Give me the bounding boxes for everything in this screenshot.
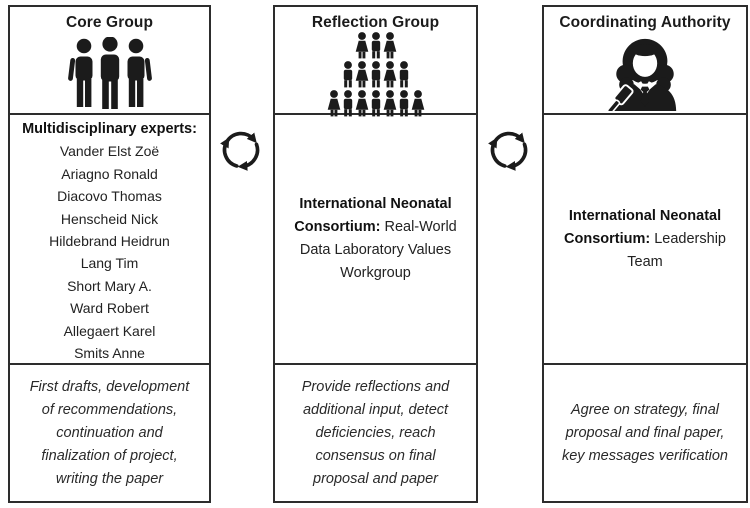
members-heading: Multidisciplinary experts:	[22, 121, 197, 137]
crowd-pyramid-icon	[275, 32, 476, 117]
consortium-name-bold: International Neonatal Consortium:	[294, 196, 452, 235]
coordinating-authority-box: Coordinating Authority	[542, 5, 748, 503]
member-name: Short Mary A.	[67, 277, 152, 294]
member-name: Hildebrand Heidrun	[49, 233, 170, 250]
judge-gavel-icon	[544, 32, 746, 113]
member-name: Allegaert Karel	[63, 322, 156, 339]
coordinating-authority-description: International Neonatal Consortium: Leade…	[544, 115, 746, 365]
reflection-group-role: Provide reflections and additional input…	[275, 365, 476, 501]
three-men-icon	[10, 32, 209, 113]
reflection-group-header: Reflection Group	[275, 7, 476, 117]
reflection-group-description: International Neonatal Consortium: Real-…	[275, 115, 476, 365]
workgroup-name: Real-World Data Laboratory Values Workgr…	[299, 219, 457, 281]
core-group-title: Core Group	[65, 14, 154, 31]
member-name: Henscheid Nick	[60, 210, 159, 227]
member-name: Ariagno Ronald	[61, 165, 158, 182]
consortium-name-bold: International Neonatal Consortium:	[564, 207, 722, 247]
member-name: Ward Robert	[70, 300, 149, 317]
core-group-role: First drafts, development of recommendat…	[10, 365, 209, 501]
member-name: Vander Elst Zoë	[59, 143, 160, 160]
coordinating-authority-role: Agree on strategy, final proposal and fi…	[544, 365, 746, 501]
reflection-group-role-text: Provide reflections and additional input…	[301, 378, 450, 487]
reflection-group-box: Reflection Group	[273, 5, 478, 503]
member-name: Lang Tim	[80, 255, 139, 272]
core-group-box: Core Group	[8, 5, 211, 503]
core-group-header: Core Group	[10, 7, 209, 115]
coordinating-authority-title: Coordinating Authority	[559, 14, 731, 31]
member-name: Diacovo Thomas	[57, 188, 162, 205]
cycle-arrows-icon	[483, 118, 535, 182]
coordinating-authority-role-text: Agree on strategy, final proposal and fi…	[561, 401, 728, 464]
coordinating-authority-header: Coordinating Authority	[544, 7, 746, 115]
core-group-members: Multidisciplinary experts: Vander Elst Z…	[10, 115, 209, 365]
cycle-arrows-icon	[215, 118, 267, 182]
reflection-group-title: Reflection Group	[311, 14, 440, 31]
leadership-team-name: Leadership Team	[627, 230, 726, 270]
core-group-role-text: First drafts, development of recommendat…	[29, 378, 190, 487]
member-name: Smits Anne	[74, 345, 145, 362]
